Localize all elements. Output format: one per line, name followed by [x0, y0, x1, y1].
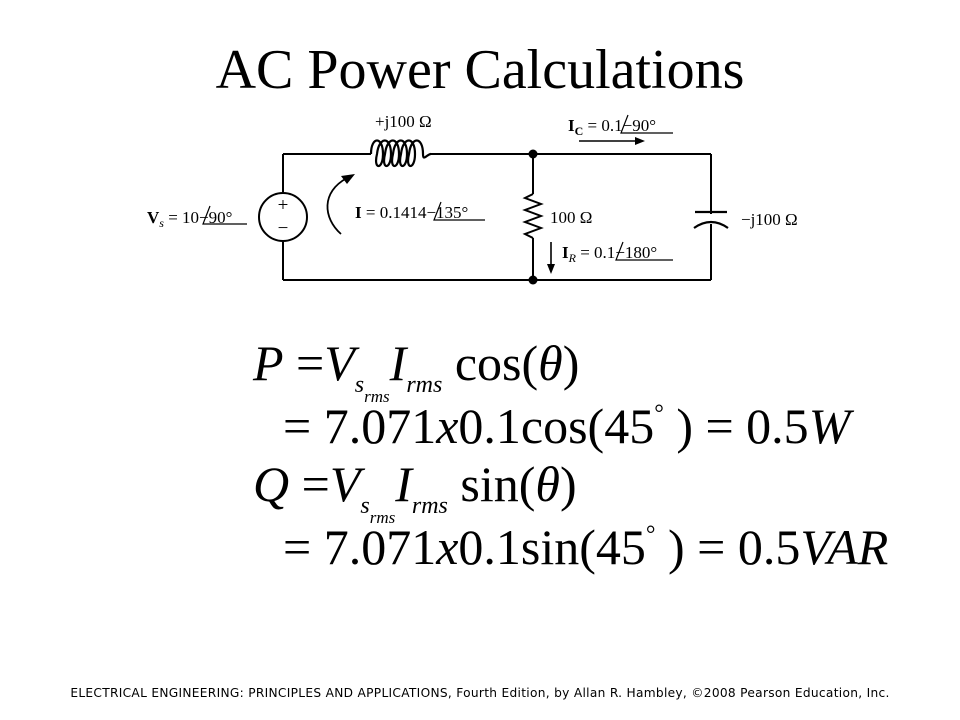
capacitor-current-arrow [579, 137, 645, 145]
circuit-diagram: + − +j100 Ω Vs = 10−90° I = 0.1414−135° [143, 106, 825, 294]
capacitor-current-angle: −90° [623, 116, 656, 135]
capacitor [693, 210, 729, 229]
circuit-wires [282, 153, 712, 281]
source-angle-symbol [202, 205, 247, 225]
resistor-current-angle: −180° [615, 243, 657, 262]
resistor [522, 193, 544, 239]
inductor-label: +j100 Ω [375, 112, 432, 131]
equation-real-power-result: = 7.071x0.1cos(45° ) = 0.5W [283, 398, 851, 454]
loop-current-angle: −135° [426, 203, 468, 222]
resistor-current-label: IR = 0.1−180° [562, 243, 657, 265]
voltage-source: + − [258, 192, 308, 242]
resistor-current-arrow [547, 242, 555, 274]
capacitor-label: −j100 Ω [741, 210, 798, 229]
source-minus: − [278, 218, 289, 239]
resistor-current-angle-symbol [615, 241, 673, 261]
inductor [369, 139, 432, 168]
loop-current-angle-symbol [433, 201, 485, 221]
source-voltage-label: Vs = 10−90° [147, 208, 232, 230]
loop-current-arrow [326, 174, 355, 235]
node-bottom [528, 275, 538, 285]
capacitor-current-angle-symbol [620, 114, 673, 134]
copyright-footer: ELECTRICAL ENGINEERING: PRINCIPLES AND A… [70, 686, 890, 700]
node-top [528, 149, 538, 159]
equation-reactive-power: Q =VsrmsIrms sin(θ) [253, 456, 577, 527]
source-plus: + [278, 195, 289, 216]
capacitor-current-label: IC = 0.1−90° [568, 116, 656, 138]
equation-real-power: P =VsrmsIrms cos(θ) [253, 335, 580, 406]
slide-title: AC Power Calculations [215, 39, 745, 101]
loop-current-label: I = 0.1414−135° [355, 203, 468, 222]
resistor-label: 100 Ω [550, 208, 592, 227]
equation-reactive-power-result: = 7.071x0.1sin(45° ) = 0.5VAR [283, 519, 889, 575]
